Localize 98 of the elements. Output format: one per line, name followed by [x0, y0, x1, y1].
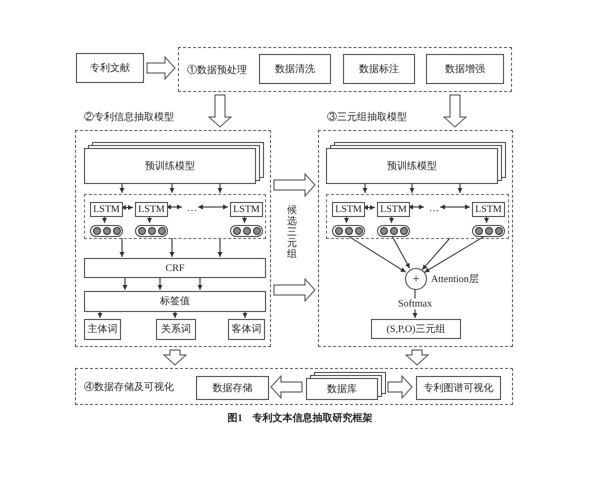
stacked-box [306, 372, 386, 400]
dashed-group [326, 194, 509, 239]
edge-label: Softmax [396, 298, 434, 309]
vector-pill [332, 225, 365, 237]
box-label: 预训练模型 [387, 160, 437, 172]
dashed-group [75, 368, 513, 405]
arrow [170, 182, 174, 194]
vertical-label: 候选三元组 [287, 205, 297, 260]
arrow [198, 204, 228, 210]
process-box [332, 202, 365, 217]
process-box [76, 53, 144, 83]
ellipsis-text: … [426, 201, 442, 215]
group-heading: ③三元组抽取模型 [327, 110, 407, 124]
arrow [242, 310, 248, 318]
box-label: 预训练模型 [145, 160, 195, 172]
stacked-box [84, 142, 264, 184]
arrow [147, 214, 152, 224]
group-heading: ①数据预处理 [187, 64, 247, 76]
box-label: 主体词 [88, 324, 118, 335]
process-box [371, 319, 461, 339]
hollow-arrow [270, 374, 302, 400]
vector-pill [472, 225, 505, 237]
box-label: LSTM [335, 204, 362, 215]
box-label: 数据库 [327, 384, 357, 394]
arrow [410, 182, 414, 194]
hollow-arrow [146, 56, 176, 80]
box-label: 专利图谱可视化 [424, 382, 494, 394]
arrow [122, 276, 128, 290]
box-label: CRF [166, 262, 184, 274]
arrow [120, 238, 124, 258]
process-box [196, 376, 269, 400]
process-box [228, 319, 265, 340]
arrow [120, 182, 124, 194]
vector-pill [377, 225, 410, 237]
stacked-box [326, 142, 506, 184]
vector-pill [230, 225, 263, 237]
box-label: 数据存储 [212, 382, 252, 394]
box-label: + [412, 272, 420, 286]
group-heading: ④数据存储及可视化 [84, 380, 174, 394]
arrow [389, 214, 394, 224]
process-box [84, 319, 121, 340]
process-box [156, 319, 196, 340]
dashed-group [84, 194, 266, 239]
process-box [259, 54, 331, 84]
arrow [158, 276, 162, 290]
arrow [391, 234, 410, 269]
arrow [170, 238, 174, 258]
box-label: 数据清洗 [275, 64, 315, 74]
arrow [458, 182, 462, 194]
arrow [218, 182, 222, 194]
arrow [422, 238, 450, 270]
hollow-arrow [388, 374, 413, 400]
box-label: LSTM [93, 204, 120, 215]
arrow [362, 182, 368, 194]
box-label: LSTM [380, 204, 407, 215]
box-label: 标签值 [160, 296, 190, 307]
box-label: 客体词 [232, 324, 262, 335]
hollow-arrow [274, 278, 316, 302]
vector-pill [135, 225, 168, 237]
dashed-group [178, 47, 512, 92]
hollow-arrow [208, 94, 232, 128]
process-box [230, 202, 263, 217]
arrow [198, 276, 202, 290]
process-box [84, 258, 266, 278]
box-label: 数据增强 [445, 64, 485, 74]
process-box [135, 202, 168, 217]
process-box [84, 291, 266, 312]
box-label: 数据标注 [359, 64, 399, 74]
box-label: 专利文献 [90, 62, 130, 74]
box-label: (S,P,O)三元组 [386, 324, 446, 334]
arrow [346, 234, 406, 273]
arrow [172, 310, 178, 318]
arrow [218, 238, 222, 258]
process-box [377, 202, 410, 217]
figure-caption: 图1 专利文本信息抽取研究框架 [228, 413, 372, 424]
process-box [416, 376, 501, 400]
process-box [343, 54, 415, 84]
arrow [102, 214, 107, 224]
arrow [484, 214, 489, 224]
box-label: 关系词 [161, 324, 191, 335]
box-label: LSTM [138, 204, 165, 215]
arrow [242, 214, 247, 224]
side-label: Attention层 [431, 273, 479, 286]
process-box [90, 202, 123, 217]
arrow [98, 310, 102, 318]
hollow-arrow [274, 172, 316, 198]
process-box [426, 54, 504, 84]
vector-pill [90, 225, 123, 237]
box-label: LSTM [233, 204, 260, 215]
hollow-arrow [442, 94, 468, 128]
arrow [440, 204, 470, 210]
hollow-arrow [404, 350, 430, 366]
group-heading: ②专利信息抽取模型 [84, 110, 174, 124]
ellipsis-text: … [184, 201, 200, 215]
process-box [472, 202, 505, 217]
box-label: LSTM [475, 204, 502, 215]
arrow [344, 214, 349, 224]
hollow-arrow [162, 350, 188, 366]
